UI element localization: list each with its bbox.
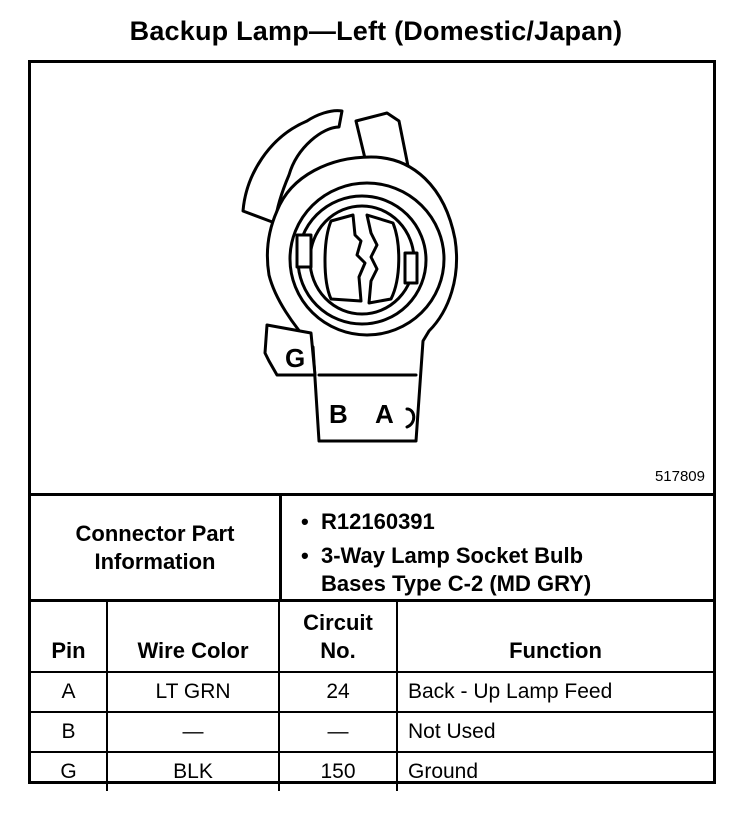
connector-info-label: Connector Part Information: [31, 496, 282, 599]
connector-info-label-line2: Information: [94, 548, 216, 574]
cell-wire-color: BLK: [106, 751, 280, 791]
connector-info-item: 3-Way Lamp Socket Bulb Bases Type C-2 (M…: [293, 542, 713, 598]
cell-wire-color: —: [106, 711, 280, 753]
connector-info-list: R12160391 3-Way Lamp Socket Bulb Bases T…: [293, 508, 713, 604]
g-terminal-bracket: [263, 323, 317, 377]
table-row: A LT GRN 24 Back - Up Lamp Feed: [31, 671, 713, 713]
connector-frame: G B A 517809 Connector Part Information …: [28, 60, 716, 791]
header-circuit-line1: Circuit: [303, 610, 373, 635]
bayonet-pad-right: [403, 251, 419, 285]
bayonet-pad-left: [295, 233, 313, 269]
header-wire-color: Wire Color: [106, 599, 280, 673]
terminal-label-b: B: [329, 399, 348, 429]
cell-pin: G: [31, 751, 108, 791]
header-circuit-line2: No.: [320, 638, 356, 663]
table-row: G BLK 150 Ground: [31, 751, 713, 791]
clip-arm: [241, 109, 344, 225]
cell-pin: A: [31, 671, 108, 713]
cell-function: Not Used: [396, 711, 713, 753]
terminal-label-g: G: [285, 343, 305, 373]
connector-part-info: Connector Part Information R12160391 3-W…: [31, 496, 713, 602]
pin-table: Pin Wire Color Circuit No. Function A LT…: [31, 599, 713, 791]
terminal-label-a: A: [375, 399, 394, 429]
connector-info-item-line: 3-Way Lamp Socket Bulb: [321, 543, 584, 568]
connector-info-item-line: R12160391: [321, 509, 435, 534]
cell-pin: B: [31, 711, 108, 753]
lamp-socket-illustration: G B A: [241, 109, 459, 443]
cell-circuit: 150: [278, 751, 398, 791]
cell-wire-color: LT GRN: [106, 671, 280, 713]
cell-circuit: —: [278, 711, 398, 753]
connector-info-label-line1: Connector Part: [75, 520, 235, 546]
connector-info-item-line: Bases Type C-2 (MD GRY): [321, 571, 592, 596]
cell-function: Back - Up Lamp Feed: [396, 671, 713, 713]
bulb-contact-right: [365, 213, 401, 305]
bulb-contact: [323, 213, 367, 303]
connector-diagram: G B A 517809: [31, 63, 713, 496]
pin-table-header: Pin Wire Color Circuit No. Function: [31, 599, 713, 673]
cell-circuit: 24: [278, 671, 398, 713]
connector-info-item: R12160391: [293, 508, 713, 536]
figure-number: 517809: [654, 468, 705, 485]
table-row: B — — Not Used: [31, 711, 713, 753]
socket-rim: [288, 181, 446, 337]
cell-function: Ground: [396, 751, 713, 791]
page-title: Backup Lamp—Left (Domestic/Japan): [129, 16, 623, 46]
header-circuit-no: Circuit No.: [278, 599, 398, 673]
header-pin: Pin: [31, 599, 108, 673]
header-function: Function: [396, 599, 713, 673]
